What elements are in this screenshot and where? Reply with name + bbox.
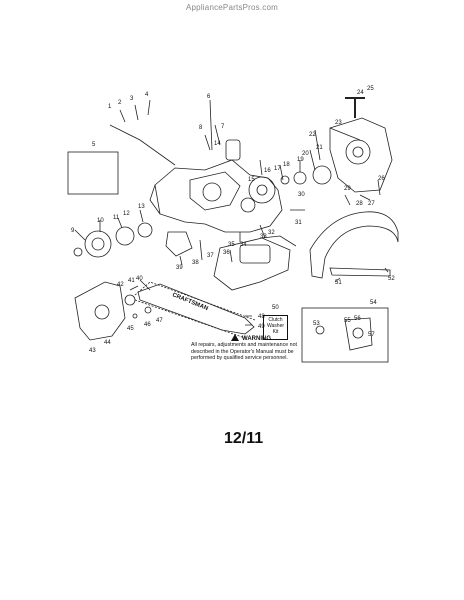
callout-8: 8 <box>199 125 203 131</box>
clutch-cover <box>213 237 291 291</box>
callout-31: 31 <box>295 220 302 226</box>
callout-25: 25 <box>367 86 374 92</box>
bar-brand-label: CRAFTSMAN <box>171 292 208 312</box>
page-number: 12/11 <box>224 430 264 447</box>
callout-43: 43 <box>89 348 96 354</box>
callout-6: 6 <box>207 94 211 100</box>
callout-2: 2 <box>118 100 122 106</box>
callout-41: 41 <box>128 278 135 284</box>
warning-title: WARNING <box>191 334 311 342</box>
chain-brake <box>165 231 193 257</box>
callout-24: 24 <box>357 90 364 96</box>
callout-1: 1 <box>108 104 112 110</box>
callout-14: 14 <box>214 141 221 147</box>
callout-44: 44 <box>104 340 111 346</box>
callout-54: 54 <box>370 300 377 306</box>
inset-box-54 <box>301 307 389 363</box>
guide-bar <box>137 283 255 335</box>
callout-5: 5 <box>92 142 96 148</box>
callout-7: 7 <box>221 124 225 130</box>
callout-23: 23 <box>335 120 342 126</box>
callout-36: 36 <box>223 250 230 256</box>
callout-50: 50 <box>272 305 279 311</box>
clutch-washer-kit-label: Clutch Washer Kit <box>263 315 288 340</box>
callout-17: 17 <box>274 166 281 172</box>
callout-13: 13 <box>138 204 145 210</box>
front-handle <box>309 211 399 279</box>
callout-33: 33 <box>260 234 267 240</box>
callout-16: 16 <box>264 168 271 174</box>
part-callouts: 1 2 3 4 5 6 7 8 9 10 11 12 13 14 15 16 1… <box>71 86 395 354</box>
callout-34: 34 <box>240 242 247 248</box>
callout-48: 48 <box>258 314 265 320</box>
engine-housing <box>154 159 283 233</box>
callout-38: 38 <box>192 260 199 266</box>
callout-9: 9 <box>71 228 75 234</box>
callout-37: 37 <box>207 253 214 259</box>
starter-pulley <box>312 165 332 185</box>
inset-box-5 <box>67 151 119 195</box>
warning-notice: WARNING All repairs, adjustments and mai… <box>191 334 311 361</box>
callout-18: 18 <box>283 162 290 168</box>
starter-housing <box>329 117 393 193</box>
watermark: AppliancePartsPros.com <box>186 3 278 12</box>
callout-57: 57 <box>368 332 375 338</box>
callout-55: 55 <box>344 318 351 324</box>
callout-22: 22 <box>309 132 316 138</box>
callout-49: 49 <box>258 324 265 330</box>
saw-chain <box>134 281 256 339</box>
callout-40: 40 <box>136 276 143 282</box>
warning-text: All repairs, adjustments and maintenance… <box>191 342 297 361</box>
callout-26: 26 <box>378 176 385 182</box>
callout-11: 11 <box>113 215 120 221</box>
warning-triangle-icon <box>231 334 239 341</box>
callout-52: 52 <box>388 276 395 282</box>
callout-51: 51 <box>335 280 342 286</box>
callout-27: 27 <box>368 201 375 207</box>
callout-29: 29 <box>344 186 351 192</box>
callout-32: 32 <box>268 230 275 236</box>
callout-3: 3 <box>130 96 134 102</box>
callout-53: 53 <box>313 321 320 327</box>
callout-10: 10 <box>97 218 104 224</box>
callout-15: 15 <box>248 177 255 183</box>
callout-39: 39 <box>176 265 183 271</box>
callout-47: 47 <box>156 318 163 324</box>
callout-20: 20 <box>302 151 309 157</box>
callout-35: 35 <box>228 242 235 248</box>
callout-45: 45 <box>127 326 134 332</box>
callout-21: 21 <box>316 145 323 151</box>
clutch-drum <box>84 230 112 258</box>
flywheel <box>248 176 276 204</box>
callout-42: 42 <box>117 282 124 288</box>
callout-4: 4 <box>145 92 149 98</box>
callout-30: 30 <box>298 192 305 198</box>
callout-46: 46 <box>144 322 151 328</box>
callout-56: 56 <box>354 316 361 322</box>
callout-12: 12 <box>123 211 130 217</box>
sprocket-cover <box>74 281 126 341</box>
callout-19: 19 <box>297 157 304 163</box>
callout-28: 28 <box>356 201 363 207</box>
